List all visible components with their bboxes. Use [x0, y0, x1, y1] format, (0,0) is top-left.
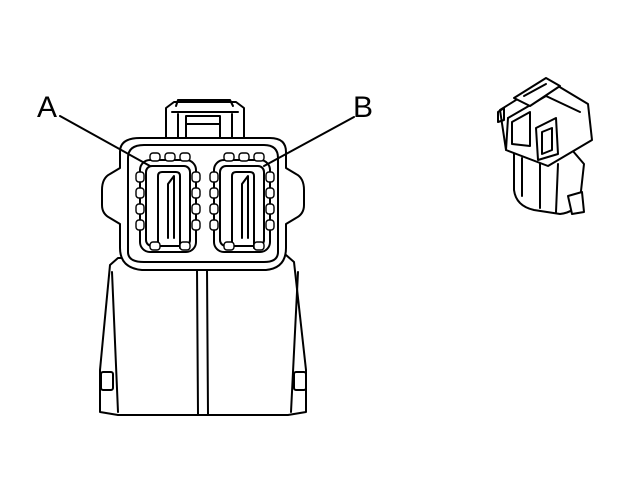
right-latch-tab	[293, 371, 307, 391]
face-flange	[101, 137, 305, 271]
top-locking-latch	[165, 99, 245, 141]
cavity-b	[209, 152, 275, 253]
cavity-b-terminals	[209, 152, 275, 251]
callout-b-leader	[263, 116, 355, 167]
connector-isometric-view	[497, 77, 593, 215]
cavity-a-terminals	[135, 152, 201, 251]
connector-face-view: A B	[37, 91, 373, 416]
callout-b-label: B	[353, 91, 373, 124]
callout-a-label: A	[37, 91, 57, 124]
cavity-a	[135, 152, 201, 253]
left-latch-tab	[100, 371, 114, 391]
latch-button	[185, 115, 221, 141]
connector-body	[99, 254, 307, 416]
callout-a-leader	[59, 115, 151, 167]
